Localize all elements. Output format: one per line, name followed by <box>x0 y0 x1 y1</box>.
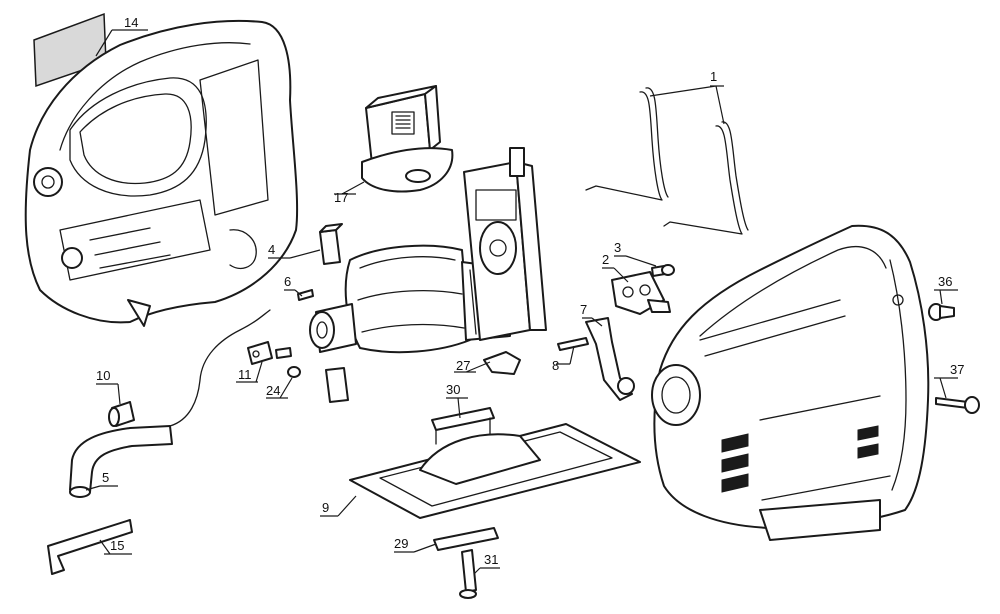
part-8-rod <box>557 337 589 351</box>
callout-10: 10 <box>96 368 110 383</box>
part-7-bracket <box>585 317 635 401</box>
part-10-knob <box>108 401 135 427</box>
part-37-screw <box>935 396 980 414</box>
callout-24: 24 <box>266 383 280 398</box>
callout-1: 1 <box>710 69 717 84</box>
callout-4: 4 <box>268 242 275 257</box>
part-31-screw <box>459 549 477 599</box>
callout-9: 9 <box>322 500 329 515</box>
left-housing-half <box>24 19 299 327</box>
part-24-screws <box>275 347 301 378</box>
callout-5: 5 <box>102 470 109 485</box>
callout-37: 37 <box>950 362 964 377</box>
callout-30: 30 <box>446 382 460 397</box>
brush-holder-lower <box>325 367 349 403</box>
callout-31: 31 <box>484 552 498 567</box>
callout-7: 7 <box>580 302 587 317</box>
part-1-wire-springs <box>585 87 749 235</box>
callout-6: 6 <box>284 274 291 289</box>
part-2-trigger-module <box>611 271 671 315</box>
callout-11: 11 <box>238 367 252 382</box>
part-27-clip <box>483 351 521 375</box>
callout-17: 15 <box>110 538 124 553</box>
callout-8: 8 <box>552 358 559 373</box>
part-6-pin <box>297 289 314 301</box>
callout-2: 2 <box>602 252 609 267</box>
part-4-brush-holder <box>319 223 343 265</box>
callout-29: 29 <box>394 536 408 551</box>
right-housing-half <box>651 224 930 541</box>
part-36-screw <box>928 303 955 321</box>
part-30-clamp <box>431 407 495 445</box>
part-9-shoe <box>349 423 641 519</box>
callout-3: 3 <box>614 240 621 255</box>
part-29-plate <box>433 527 499 551</box>
part-17-hex-key <box>47 519 133 575</box>
gear-frame-assembly <box>463 147 547 341</box>
callout-27: 27 <box>456 358 470 373</box>
part-5-dust-hose <box>69 309 271 498</box>
part-11-plate <box>247 341 273 365</box>
leader-lines <box>85 29 958 575</box>
callout-36: 36 <box>938 274 952 289</box>
callout-14: 14 <box>124 15 138 30</box>
callout-labels: 14 1 2 3 4 6 7 8 36 37 17 27 30 11 24 10… <box>96 15 964 567</box>
part-15-switch <box>361 85 454 193</box>
part-3-screws <box>651 264 675 277</box>
callout-15: 17 <box>334 190 348 205</box>
